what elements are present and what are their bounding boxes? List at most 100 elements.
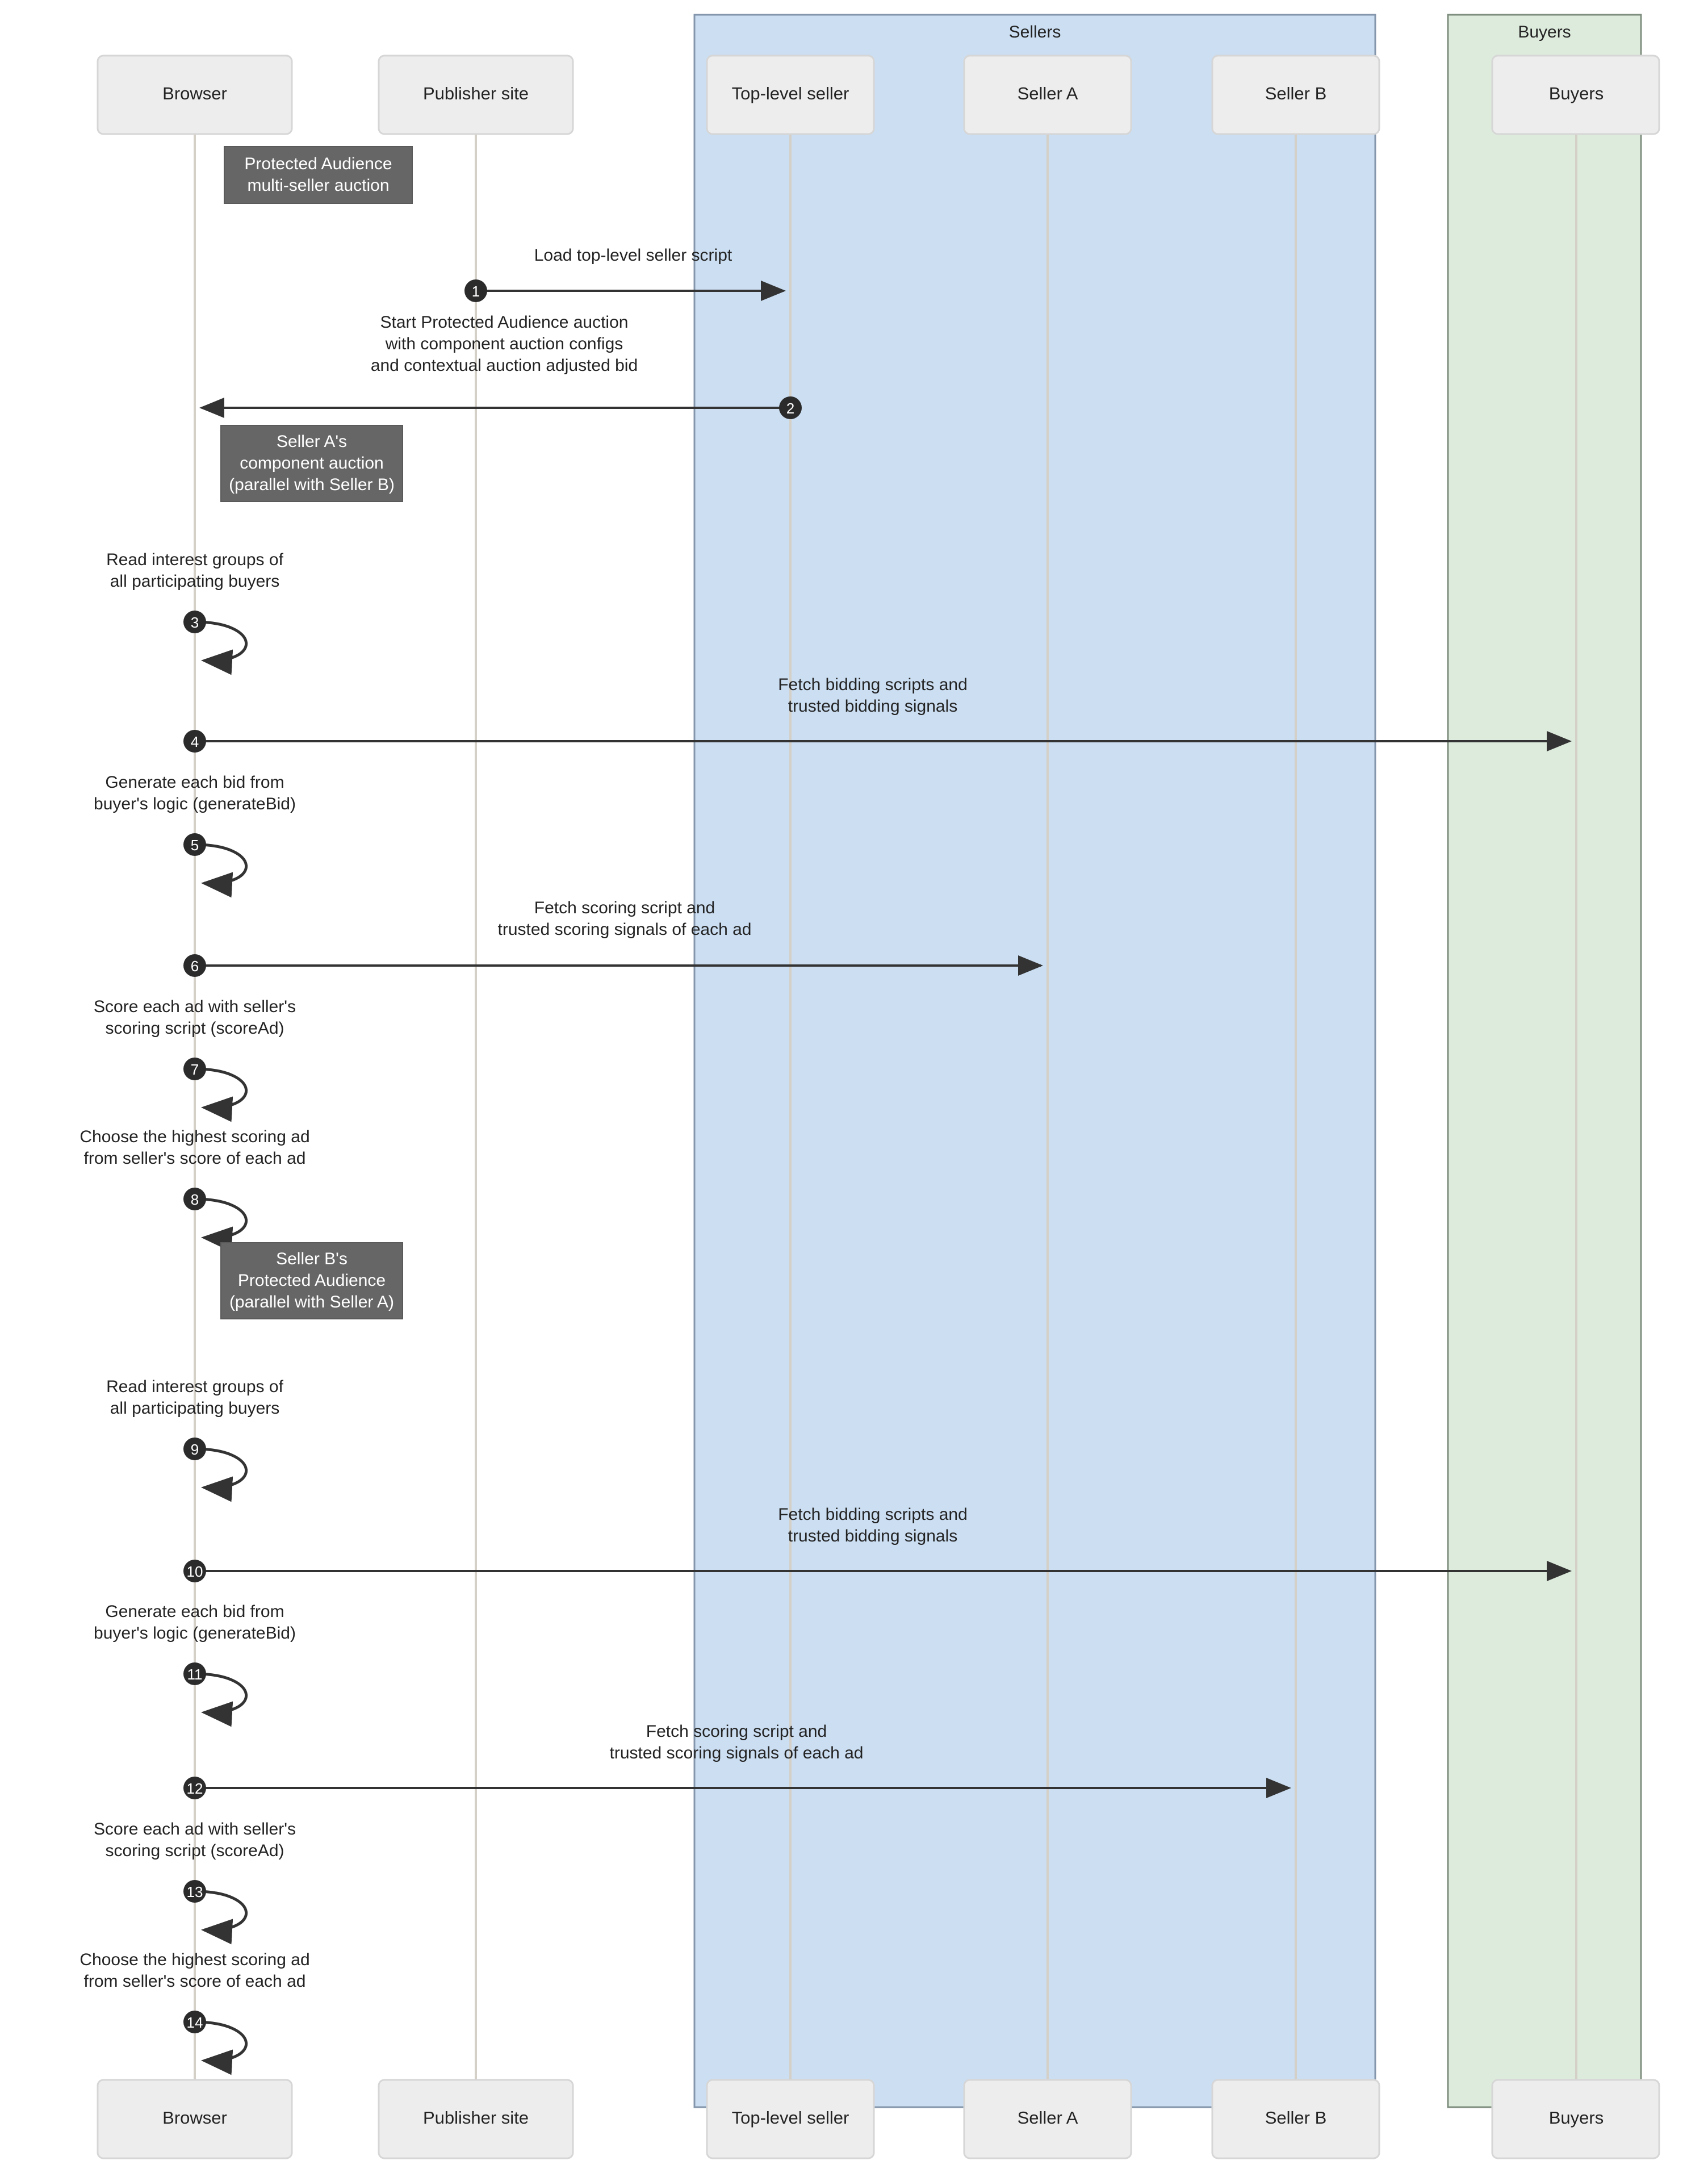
note-3-line-0: Seller B's [276, 1250, 348, 1268]
actor-label-sellerb-top: Seller B [1265, 83, 1327, 103]
actor-box-buyers-bottom[interactable] [1491, 2079, 1660, 2159]
actor-label-buyers-bottom: Buyers [1549, 2108, 1604, 2128]
actor-topseller-bottom[interactable]: Top-level seller [706, 2079, 875, 2159]
message-label-6-line-0: Fetch scoring script and [534, 899, 715, 917]
actor-sellera-top[interactable]: Seller A [963, 55, 1132, 135]
actor-box-browser-bottom[interactable] [97, 2079, 293, 2159]
message-label-10-line-0: Fetch bidding scripts and [778, 1505, 968, 1524]
message-label-10-line-1: trusted bidding signals [788, 1527, 958, 1545]
actor-buyers-bottom[interactable]: Buyers [1491, 2079, 1660, 2159]
actor-sellerb-top[interactable]: Seller B [1211, 55, 1380, 135]
message-label-14-line-1: from seller's score of each ad [84, 1972, 306, 1991]
message-label-11-line-0: Generate each bid from [105, 1602, 284, 1621]
message-label-11-line-1: buyer's logic (generateBid) [94, 1624, 296, 1643]
message-label-2-line-1: with component auction configs [385, 335, 623, 353]
actor-browser-bottom[interactable]: Browser [97, 2079, 293, 2159]
message-selfloop-9 [194, 1447, 248, 1502]
actor-sellera-bottom[interactable]: Seller A [963, 2079, 1132, 2159]
actor-box-sellera-bottom[interactable] [963, 2079, 1132, 2159]
message-label-9: Read interest groups of all participating… [106, 1377, 284, 1418]
message-selfloop-13 [194, 1890, 248, 1945]
sequence-number-6: 6 [191, 958, 199, 975]
sequence-badge-4 [183, 730, 206, 753]
sequence-number-3: 3 [191, 614, 199, 631]
actor-box-buyers-top[interactable] [1491, 55, 1660, 135]
message-1[interactable]: 1 Load top-level seller script [464, 246, 786, 302]
actor-box-topseller-bottom[interactable] [706, 2079, 875, 2159]
message-label-9-line-0: Read interest groups of [106, 1377, 284, 1396]
actor-label-browser-top: Browser [162, 83, 227, 103]
actor-label-topseller-bottom: Top-level seller [732, 2108, 849, 2128]
message-selfloop-11 [194, 1672, 248, 1727]
actor-browser-top[interactable]: Browser [97, 55, 293, 135]
actor-buyers-top[interactable]: Buyers [1491, 55, 1660, 135]
actor-box-publisher-bottom[interactable] [378, 2079, 574, 2159]
actor-label-topseller-top: Top-level seller [732, 83, 849, 103]
actor-label-publisher-top: Publisher site [423, 83, 529, 103]
note-2-line-0: Seller A's [277, 432, 347, 451]
message-label-12-line-0: Fetch scoring script and [646, 1722, 827, 1741]
actor-label-sellera-bottom: Seller A [1018, 2108, 1078, 2128]
message-label-1-line-0: Load top-level seller script [534, 246, 732, 265]
lifelines-layer [194, 134, 1577, 2080]
sequence-badge-8 [183, 1188, 206, 1210]
actor-box-publisher-top[interactable] [378, 55, 574, 135]
sequence-badge-2 [779, 396, 802, 419]
sequence-number-2: 2 [786, 400, 794, 417]
message-10[interactable]: 10 Fetch bidding scripts and trusted biddi… [183, 1505, 1572, 1582]
note-1-line-1: multi-seller auction [247, 176, 389, 195]
actor-publisher-top[interactable]: Publisher site [378, 55, 574, 135]
message-label-5-line-0: Generate each bid from [105, 773, 284, 792]
actor-box-sellerb-top[interactable] [1211, 55, 1380, 135]
message-label-10: Fetch bidding scripts and trusted bidding… [778, 1505, 968, 1545]
actor-box-topseller-top[interactable] [706, 55, 875, 135]
group-label-buyers: Buyers [1518, 23, 1571, 41]
sequence-badge-3 [183, 611, 206, 633]
sequence-number-9: 9 [191, 1441, 199, 1458]
message-label-9-line-1: all participating buyers [110, 1399, 280, 1418]
sequence-badge-13 [183, 1880, 206, 1903]
message-9[interactable]: 9 Read interest groups of all participatin… [106, 1377, 284, 1502]
actor-box-browser-top[interactable] [97, 55, 293, 135]
actor-publisher-bottom[interactable]: Publisher site [378, 2079, 574, 2159]
message-selfloop-7 [194, 1067, 248, 1122]
note-3-line-2: (parallel with Seller A) [229, 1293, 394, 1311]
actor-sellerb-bottom[interactable]: Seller B [1211, 2079, 1380, 2159]
message-label-4-line-1: trusted bidding signals [788, 697, 958, 716]
group-box-buyers [1447, 14, 1642, 2108]
message-label-13-line-1: scoring script (scoreAd) [105, 1841, 284, 1860]
actor-topseller-top[interactable]: Top-level seller [706, 55, 875, 135]
sequence-number-1: 1 [472, 283, 480, 300]
sequence-number-14: 14 [187, 2014, 203, 2031]
message-label-2-line-2: and contextual auction adjusted bid [371, 356, 638, 375]
actor-box-sellerb-bottom[interactable] [1211, 2079, 1380, 2159]
actor-box-sellera-top[interactable] [963, 55, 1132, 135]
sequence-number-10: 10 [187, 1563, 203, 1580]
actor-label-sellerb-bottom: Seller B [1265, 2108, 1327, 2128]
sequence-badge-5 [183, 833, 206, 856]
note-1-box [224, 146, 413, 204]
messages-layer: 1 Load top-level seller script 2 Start Prot… [79, 246, 1572, 2075]
sequence-number-13: 13 [187, 1883, 203, 1900]
